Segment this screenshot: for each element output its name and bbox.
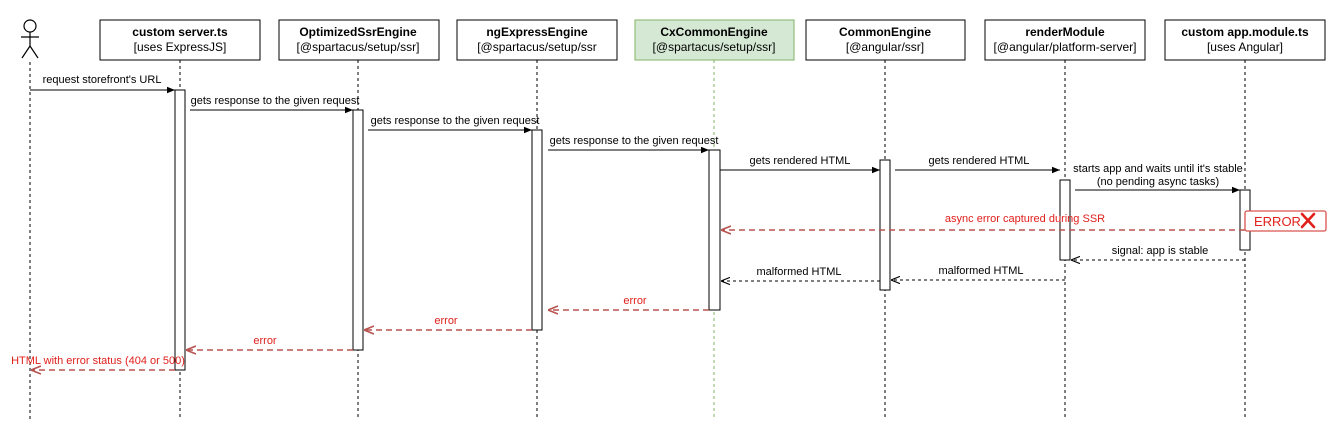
participant-cxcommon: CxCommonEngine [@spartacus/setup/ssr] (634, 19, 795, 61)
participant-subtitle: [@spartacus/setup/ssr (477, 40, 597, 54)
activation-optimized (352, 109, 364, 351)
message-label: malformed HTML (757, 266, 842, 278)
activation-render (1059, 179, 1071, 261)
message-label: gets response to the given request (371, 115, 540, 127)
activation-common (879, 159, 891, 291)
message-label: signal: app is stable (1112, 245, 1209, 257)
participant-subtitle: [@spartacus/setup/ssr] (297, 40, 420, 54)
message-label-error: error (623, 295, 647, 307)
activation-ngexpress (531, 129, 543, 331)
message-label: starts app and waits until it's stable (1073, 163, 1243, 175)
message-label-error: error (434, 315, 458, 327)
participant-subtitle: [uses Angular] (1207, 40, 1283, 54)
cross-icon (1300, 212, 1316, 229)
message-label: gets rendered HTML (929, 155, 1030, 167)
message-label: gets response to the given request (191, 95, 360, 107)
message-label-error: error (253, 335, 277, 347)
participant-title: OptimizedSsrEngine (299, 25, 417, 39)
participant-subtitle: [uses ExpressJS] (134, 40, 227, 54)
participant-title: custom server.ts (132, 25, 228, 39)
participant-title: custom app.module.ts (1181, 25, 1309, 39)
participant-render: renderModule [@angular/platform-server] (984, 19, 1146, 61)
participant-subtitle: [@spartacus/setup/ssr] (653, 40, 776, 54)
message-label-error: HTML with error status (404 or 500) (11, 355, 185, 367)
error-marker: ERROR (1244, 210, 1327, 232)
message-label: gets rendered HTML (750, 155, 851, 167)
participant-appmodule: custom app.module.ts [uses Angular] (1164, 19, 1326, 61)
message-label-error: async error captured during SSR (945, 213, 1105, 225)
participant-title: CommonEngine (839, 25, 931, 39)
participant-title: renderModule (1025, 25, 1105, 39)
participant-subtitle: [@angular/ssr] (846, 40, 924, 54)
participant-ngexpress: ngExpressEngine [@spartacus/setup/ssr (456, 19, 618, 61)
message-label: gets response to the given request (550, 135, 719, 147)
participant-title: ngExpressEngine (486, 25, 588, 39)
message-label: malformed HTML (939, 265, 1024, 277)
user-actor-icon (21, 19, 39, 59)
participant-title: CxCommonEngine (660, 25, 768, 39)
error-marker-text: ERROR (1254, 214, 1301, 229)
participant-common: CommonEngine [@angular/ssr] (805, 19, 966, 61)
activation-cxcommon (708, 149, 721, 311)
participant-optimized: OptimizedSsrEngine [@spartacus/setup/ssr… (278, 19, 440, 61)
participant-server: custom server.ts [uses ExpressJS] (99, 19, 261, 61)
message-label: (no pending async tasks) (1097, 176, 1219, 188)
activation-server (174, 89, 186, 371)
participant-subtitle: [@angular/platform-server] (994, 40, 1137, 54)
message-label: request storefront's URL (43, 74, 162, 86)
